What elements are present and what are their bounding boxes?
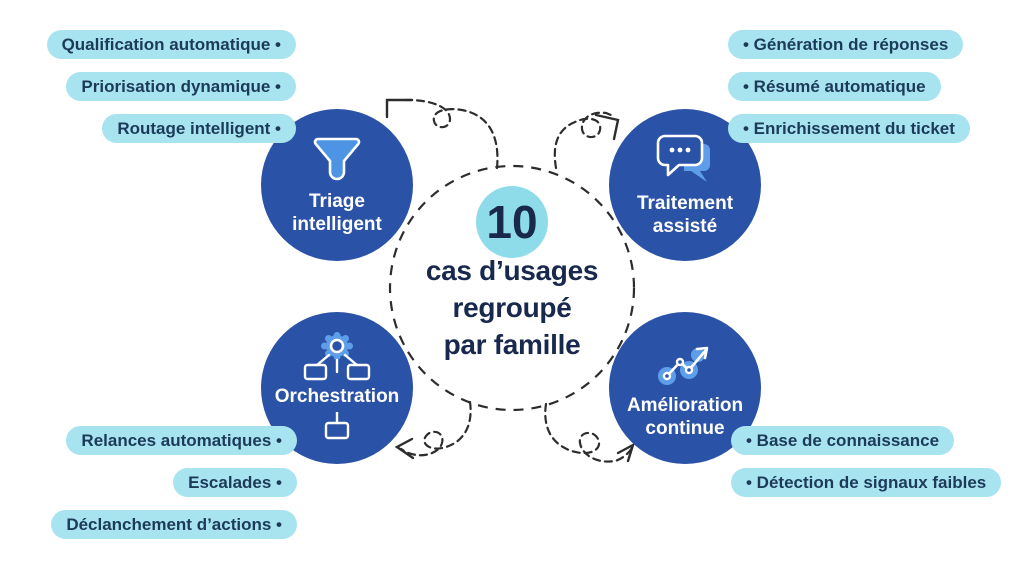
flowchart-bottom-box-icon — [324, 411, 350, 439]
trend-up-icon — [658, 346, 709, 386]
arrow-top-left — [398, 98, 499, 170]
funnel-icon — [313, 137, 361, 181]
pill-base-connaissance: • Base de connaissance — [731, 426, 955, 455]
pill-priorisation-dynamique: Priorisation dynamique • — [66, 72, 296, 101]
family-label-line1: Triage — [309, 191, 365, 213]
circle-traitement-assiste: Traitement assisté — [609, 109, 761, 261]
arrow-bottom-left-head-icon — [394, 437, 415, 460]
arrow-top-left-head-icon — [385, 98, 414, 119]
family-label-line1: Orchestration — [274, 386, 400, 408]
pill-group-triage: Qualification automatique • Priorisation… — [46, 30, 296, 143]
center-count-number: 10 — [486, 196, 538, 248]
center-dashed-circle — [388, 164, 636, 412]
pill-group-amelioration: • Base de connaissance • Détection de si… — [731, 426, 1002, 497]
pill-relances-automatiques: Relances automatiques • — [66, 426, 297, 455]
pill-detection-signaux-faibles: • Détection de signaux faibles — [731, 468, 1002, 497]
center-count-badge: 10 — [476, 186, 548, 258]
center-title-line1: cas d’usages — [425, 255, 599, 286]
pill-qualification-automatique: Qualification automatique • — [46, 30, 296, 59]
family-label-line2: assisté — [652, 215, 718, 237]
pill-group-orchestration: Relances automatiques • Escalades • Décl… — [51, 426, 297, 539]
pill-enrichissement-ticket: • Enrichissement du ticket — [728, 114, 970, 143]
pill-escalades: Escalades • — [173, 468, 297, 497]
pill-declanchement-actions: Déclanchement d’actions • — [51, 510, 297, 539]
arrow-bottom-right — [544, 402, 634, 463]
family-label: Amélioration continue — [627, 395, 743, 440]
arrow-bottom-right-head-icon — [616, 442, 636, 463]
pill-routage-intelligent: Routage intelligent • — [102, 114, 296, 143]
arrow-top-right — [553, 111, 613, 170]
pill-resume-automatique: • Résumé automatique — [728, 72, 941, 101]
family-label-line1: Traitement — [636, 193, 734, 215]
center-title-line3: par famille — [443, 329, 581, 361]
family-label-line1: Amélioration — [626, 395, 744, 417]
chat-bubbles-icon — [656, 134, 710, 183]
family-label-line2: intelligent — [292, 213, 382, 235]
family-label-line2: continue — [645, 417, 725, 439]
gear-flowchart-icon — [303, 332, 371, 381]
arrow-top-right-head-icon — [594, 113, 620, 141]
family-label: Orchestration — [275, 386, 400, 408]
pill-group-traitement: • Génération de réponses • Résumé automa… — [728, 30, 970, 143]
family-label: Traitement assisté — [637, 193, 733, 238]
center-title: cas d’usages regroupé par famille — [362, 252, 662, 364]
center-title-line2: regroupé — [452, 292, 572, 324]
arrow-bottom-left — [399, 400, 472, 457]
family-label: Triage intelligent — [292, 191, 382, 236]
pill-generation-reponses: • Génération de réponses — [728, 30, 964, 59]
